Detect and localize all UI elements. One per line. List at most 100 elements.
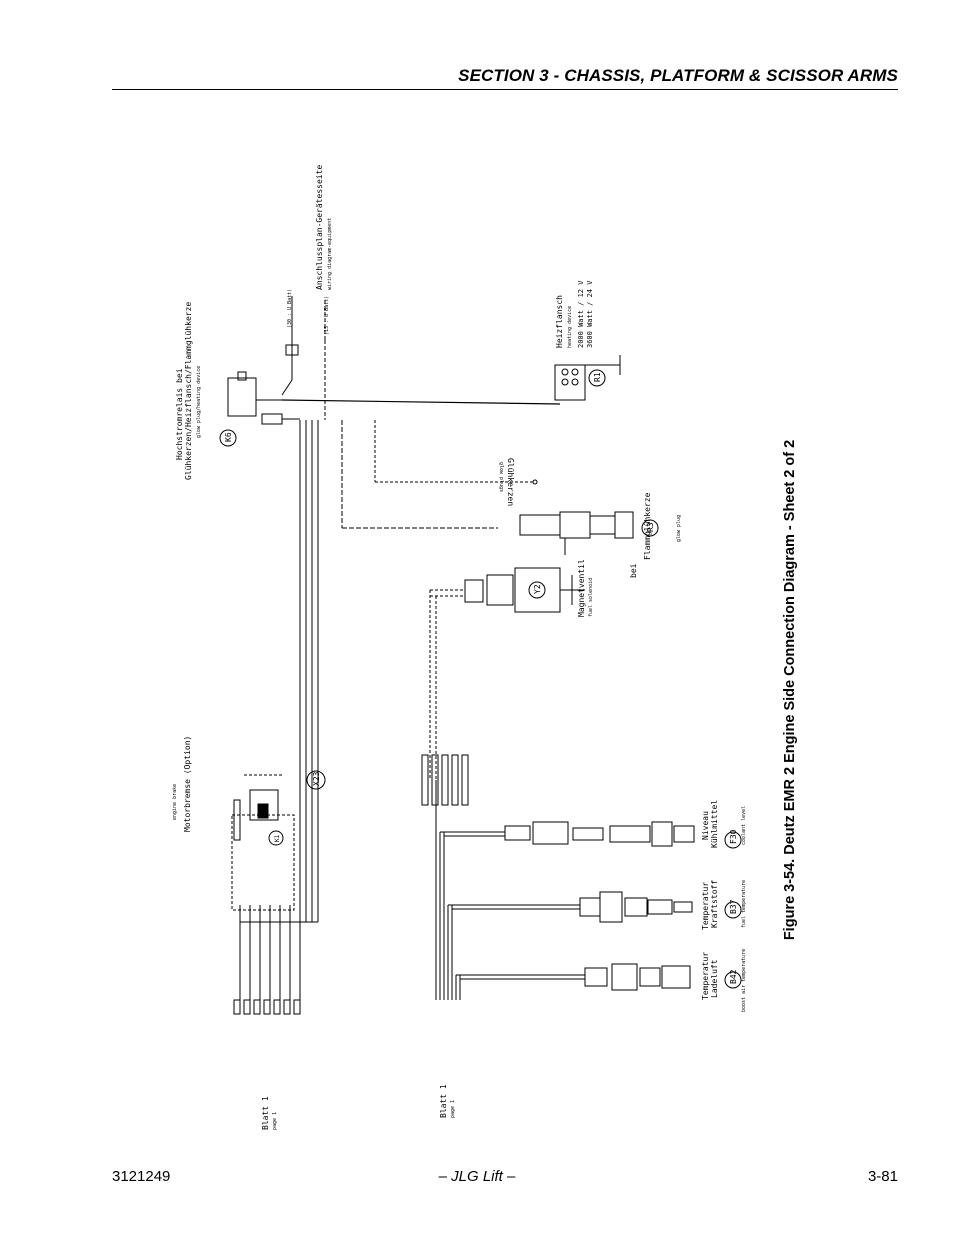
boost-temp-title-1: Temperatur xyxy=(701,952,710,1000)
flame-plug-tip xyxy=(589,515,616,535)
doc-number: 3121249 xyxy=(112,1168,171,1185)
fuel-temp-en: fuel temperature xyxy=(741,880,747,928)
pin-label xyxy=(233,999,241,1015)
boost-temp-plug xyxy=(584,967,608,987)
fuel-valve-id: Y2 xyxy=(533,584,542,594)
boost-temp-sensor xyxy=(661,965,691,989)
pin-label xyxy=(431,754,439,806)
relay-k6-terminal xyxy=(237,371,247,381)
flame-plug-connector xyxy=(614,511,634,539)
header-rule xyxy=(112,89,898,90)
publisher: – JLG Lift – xyxy=(438,1168,516,1185)
terminal-15: (15 : U Batt) xyxy=(324,296,330,335)
relay-k6 xyxy=(227,377,257,417)
pin-label xyxy=(243,999,251,1015)
heater-bolt xyxy=(561,368,569,376)
fuel-temp-socket xyxy=(599,891,623,923)
flame-plug-title: Flammglühkerze xyxy=(643,492,652,560)
flame-plug-id: R3 xyxy=(646,522,655,532)
pin-label xyxy=(253,999,261,1015)
glow-plug-terminal xyxy=(532,479,538,485)
coolant-plug xyxy=(504,825,531,841)
pin-label xyxy=(283,999,291,1015)
coolant-sensor-body xyxy=(609,825,651,843)
k1-circle xyxy=(268,830,284,846)
boost-temp-id: B42 xyxy=(729,969,738,984)
pin-label xyxy=(233,799,241,841)
engine-brake-solenoid xyxy=(249,789,279,821)
x23-circle xyxy=(306,770,326,790)
fuel-valve-en: fuel solenoid xyxy=(588,578,594,617)
heater-spec-12v: 2000 Watt / 12 V xyxy=(577,280,585,348)
relay-plug xyxy=(261,413,283,425)
sheet-ref-1-en: page 1 xyxy=(272,1112,278,1130)
figure-caption-text: Figure 3-54. Deutz EMR 2 Engine Side Con… xyxy=(782,439,798,941)
connector-id: X23 xyxy=(312,771,321,786)
heater-spec-24v: 3600 Watt / 24 V xyxy=(586,280,594,348)
fuel-temp-id: B37 xyxy=(729,899,738,914)
wiring-diagram-title-en: wiring diagram-equipment xyxy=(327,218,333,290)
section-title: SECTION 3 - CHASSIS, PLATFORM & SCISSOR … xyxy=(458,66,898,85)
terminal-30: (30 : U Batt) xyxy=(287,289,293,328)
coolant-title-1: Niveau xyxy=(701,811,710,840)
coolant-en: coolant level xyxy=(741,806,747,845)
sheet-ref-2: Blatt 1 xyxy=(439,1084,448,1118)
pin-label xyxy=(421,754,429,806)
r3-circle xyxy=(641,519,659,537)
heater-id: R1 xyxy=(593,372,602,382)
heater-title-en: heating device xyxy=(567,306,573,348)
heater-title: Heizflansch xyxy=(555,295,564,348)
pin-label xyxy=(293,999,301,1015)
coolant-id: F30 xyxy=(729,829,738,844)
fuel-temp-tip xyxy=(673,901,693,913)
pin-label xyxy=(451,754,459,806)
boost-temp-title-2: Ladeluft xyxy=(710,959,719,998)
b42-circle xyxy=(724,971,742,989)
flame-plug-nut xyxy=(559,511,591,539)
page-number: 3-81 xyxy=(867,1168,898,1185)
r1-circle xyxy=(588,369,606,387)
flame-plug-en: glow plug xyxy=(676,515,682,542)
glow-plugs-label: Glühkerzen xyxy=(506,458,515,506)
fuel-temp-title-2: Kraftstoff xyxy=(710,880,719,928)
pin-label xyxy=(273,999,281,1015)
b37-circle xyxy=(724,901,742,919)
glow-plugs-label-en: glow plugs xyxy=(498,462,504,492)
relay-id: K6 xyxy=(224,432,233,442)
coolant-sensor-tip xyxy=(673,825,695,843)
relay-cable-30 xyxy=(281,379,293,396)
heater-bolt xyxy=(571,368,579,376)
flame-plug-prefix: bei xyxy=(629,563,638,578)
sheet-ref-2-en: page 1 xyxy=(450,1100,456,1118)
fuel-temp-sensor xyxy=(647,899,673,915)
solenoid-socket xyxy=(486,574,514,606)
relay-title-1: Hochstromrelais bei xyxy=(175,368,184,460)
wiring-diagram-title: Anschlussplan-Gerätesseite xyxy=(315,165,324,290)
relay-title-2: Glühkerzen/Heizflansch/Flammglühkerze xyxy=(184,302,193,480)
relay-title-en: glow plug/heating device xyxy=(196,366,202,438)
fuel-temp-title-1: Temperatur xyxy=(701,882,710,930)
pin-label xyxy=(441,754,449,806)
fuel-temp-body xyxy=(624,897,648,917)
engine-brake-title: Motorbremse (Option) xyxy=(183,736,192,832)
boost-temp-en: boost air temperature xyxy=(741,949,747,1012)
relay-to-heater-wire xyxy=(281,399,561,405)
engine-brake-en: engine brake xyxy=(172,784,178,820)
flame-plug-body xyxy=(519,514,561,536)
engine-brake-coil xyxy=(257,803,269,819)
sheet-ref-1: Blatt 1 xyxy=(261,1096,270,1130)
k6-circle xyxy=(219,429,237,447)
coolant-sensor xyxy=(651,821,673,847)
fuel-temp-plug xyxy=(579,897,601,917)
engine-brake-id: K1 xyxy=(274,834,281,842)
coolant-cable xyxy=(572,827,604,841)
fuse xyxy=(285,344,299,356)
boost-temp-body xyxy=(639,967,661,987)
coolant-title-2: Kühlmittel xyxy=(710,800,719,848)
heater-flange xyxy=(554,364,586,401)
pin-label xyxy=(263,999,271,1015)
heater-bolt xyxy=(561,378,569,386)
pin-label xyxy=(461,754,469,806)
f30-circle xyxy=(724,831,742,849)
